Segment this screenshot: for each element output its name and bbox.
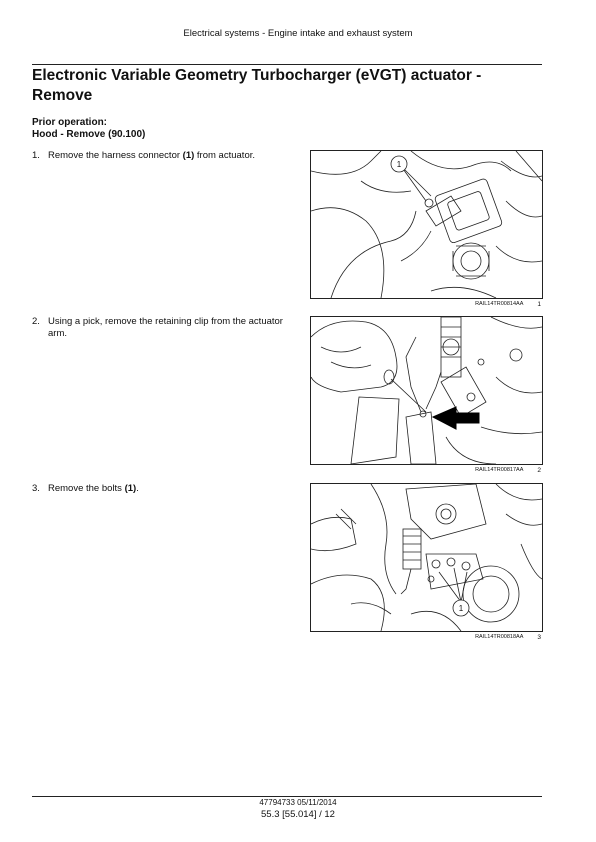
footer-doc-id: 47794733 05/11/2014 (259, 798, 337, 807)
footer-rule (32, 796, 542, 797)
page-title: Electronic Variable Geometry Turbocharge… (32, 66, 532, 106)
step-text: Using a pick, remove the retaining clip … (48, 316, 283, 339)
arrow-pointer-icon (431, 406, 480, 430)
figure-1-caption: RAIL14TR00814AA 1 (310, 301, 541, 308)
step-text: Remove the harness connector (1) from ac… (48, 150, 292, 162)
step-text-pre: Remove the bolts (48, 483, 125, 494)
step-1: 1. Remove the harness connector (1) from… (32, 150, 292, 162)
figure-2-caption: RAIL14TR00817AA 2 (310, 467, 541, 474)
figure-3-number: 3 (537, 634, 541, 641)
figure-2-ref: RAIL14TR00817AA (475, 467, 524, 473)
step-number: 2. (32, 316, 40, 327)
step-number: 3. (32, 483, 40, 494)
title-line-1: Electronic Variable Geometry Turbocharge… (32, 67, 482, 84)
figure-1-number: 1 (537, 301, 541, 308)
step-text-ref: (1) (182, 150, 195, 161)
prior-operation: Prior operation: Hood - Remove (90.100) (32, 117, 145, 141)
figure-1-callout: 1 (397, 160, 402, 169)
figure-1-illustration: 1 (310, 150, 543, 299)
step-text: Remove the bolts (1). (48, 483, 292, 495)
page-header: Electrical systems - Engine intake and e… (183, 28, 413, 39)
step-text-ref: (1) (124, 483, 137, 494)
footer-page-number: 55.3 [55.014] / 12 (261, 809, 335, 820)
step-2: 2. Using a pick, remove the retaining cl… (32, 316, 292, 340)
figure-3-ref: RAIL14TR00818AA (475, 634, 524, 640)
step-text-pre: Remove the harness connector (48, 150, 183, 161)
step-number: 1. (32, 150, 40, 161)
figure-3-illustration: 1 (310, 483, 543, 632)
prior-operation-label: Prior operation: (32, 117, 108, 128)
step-text-post: . (136, 483, 139, 494)
step-3: 3. Remove the bolts (1). (32, 483, 292, 495)
header-rule (32, 64, 542, 65)
figure-2-number: 2 (537, 467, 541, 474)
step-text-post: from actuator. (194, 150, 256, 161)
figure-1-ref: RAIL14TR00814AA (475, 301, 524, 307)
figure-2-illustration (310, 316, 543, 465)
title-line-2: Remove (32, 87, 93, 104)
figure-3-caption: RAIL14TR00818AA 3 (310, 634, 541, 641)
figure-3-callout: 1 (459, 604, 464, 613)
prior-operation-value: Hood - Remove (90.100) (32, 129, 146, 140)
